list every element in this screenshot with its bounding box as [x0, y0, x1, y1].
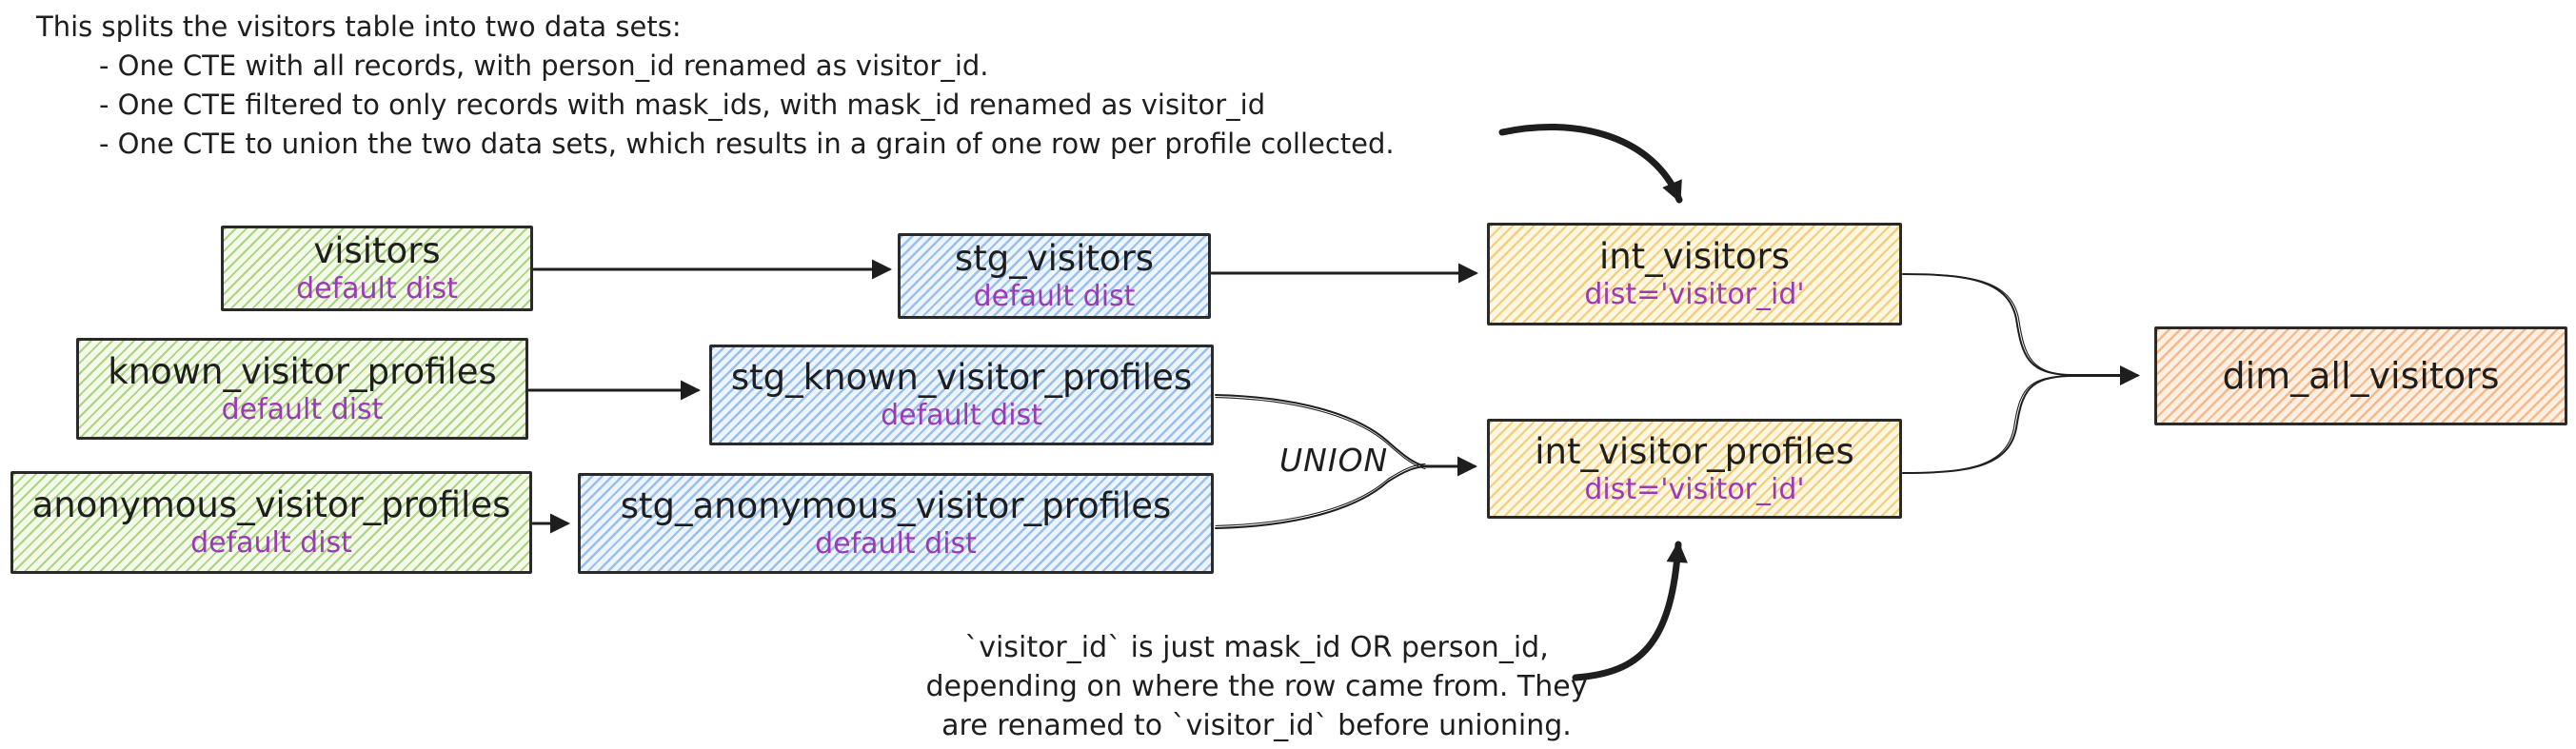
node-stg-anonymous-visitor-profiles: stg_anonymous_visitor_profiles default d…	[578, 473, 1214, 574]
node-title: stg_known_visitor_profiles	[730, 357, 1193, 398]
node-subtitle: dist='visitor_id'	[1584, 472, 1805, 506]
top-annotation-bullet-1: - One CTE with all records, with person_…	[99, 49, 989, 82]
node-title: anonymous_visitor_profiles	[31, 484, 511, 525]
top-annotation-bullet-2: - One CTE filtered to only records with …	[99, 89, 1266, 121]
bottom-annotation-line-1: `visitor_id` is just mask_id OR person_i…	[964, 631, 1549, 664]
curve-int-visitor-profiles-to-join	[1902, 375, 2071, 474]
node-stg-known-visitor-profiles: stg_known_visitor_profiles default dist	[709, 345, 1214, 445]
node-title: known_visitor_profiles	[108, 350, 497, 392]
node-int-visitors: int_visitors dist='visitor_id'	[1487, 223, 1902, 325]
node-dim-all-visitors: dim_all_visitors	[2154, 326, 2567, 425]
node-int-visitor-profiles: int_visitor_profiles dist='visitor_id'	[1487, 419, 1902, 519]
curve-int-visitors-to-join-echo	[1905, 273, 2074, 376]
curve-int-visitor-profiles-to-join-echo	[1899, 375, 2069, 474]
node-subtitle: default dist	[881, 399, 1042, 432]
bottom-annotation: `visitor_id` is just mask_id OR person_i…	[885, 628, 1628, 745]
node-subtitle: dist='visitor_id'	[1584, 278, 1805, 311]
top-annotation: This splits the visitors table into two …	[36, 8, 1395, 164]
node-subtitle: default dist	[296, 272, 458, 306]
node-subtitle: default dist	[815, 527, 977, 561]
node-visitors: visitors default dist	[221, 226, 533, 311]
bottom-annotation-line-2: depending on where the row came from. Th…	[925, 670, 1588, 703]
node-title: stg_anonymous_visitor_profiles	[620, 485, 1172, 526]
dim-join-curves	[1899, 273, 2074, 474]
node-anonymous-visitor-profiles: anonymous_visitor_profiles default dist	[10, 471, 532, 574]
node-title: dim_all_visitors	[2222, 355, 2500, 397]
node-subtitle: default dist	[973, 280, 1136, 313]
node-subtitle: default dist	[190, 526, 352, 560]
node-subtitle: default dist	[221, 392, 384, 426]
node-title: int_visitors	[1598, 236, 1791, 277]
node-title: visitors	[313, 230, 441, 271]
node-title: int_visitor_profiles	[1535, 430, 1854, 472]
top-annotation-bullet-3: - One CTE to union the two data sets, wh…	[99, 128, 1395, 160]
union-label: UNION	[1279, 442, 1389, 479]
node-title: stg_visitors	[954, 238, 1155, 279]
bottom-annotation-line-3: are renamed to `visitor_id` before union…	[941, 709, 1572, 742]
thick-arrow-top-note-to-int-visitors	[1498, 124, 1683, 204]
curve-int-visitors-to-join	[1902, 273, 2071, 376]
node-known-visitor-profiles: known_visitor_profiles default dist	[76, 338, 528, 440]
top-annotation-heading: This splits the visitors table into two …	[36, 10, 682, 43]
node-stg-visitors: stg_visitors default dist	[898, 233, 1211, 319]
